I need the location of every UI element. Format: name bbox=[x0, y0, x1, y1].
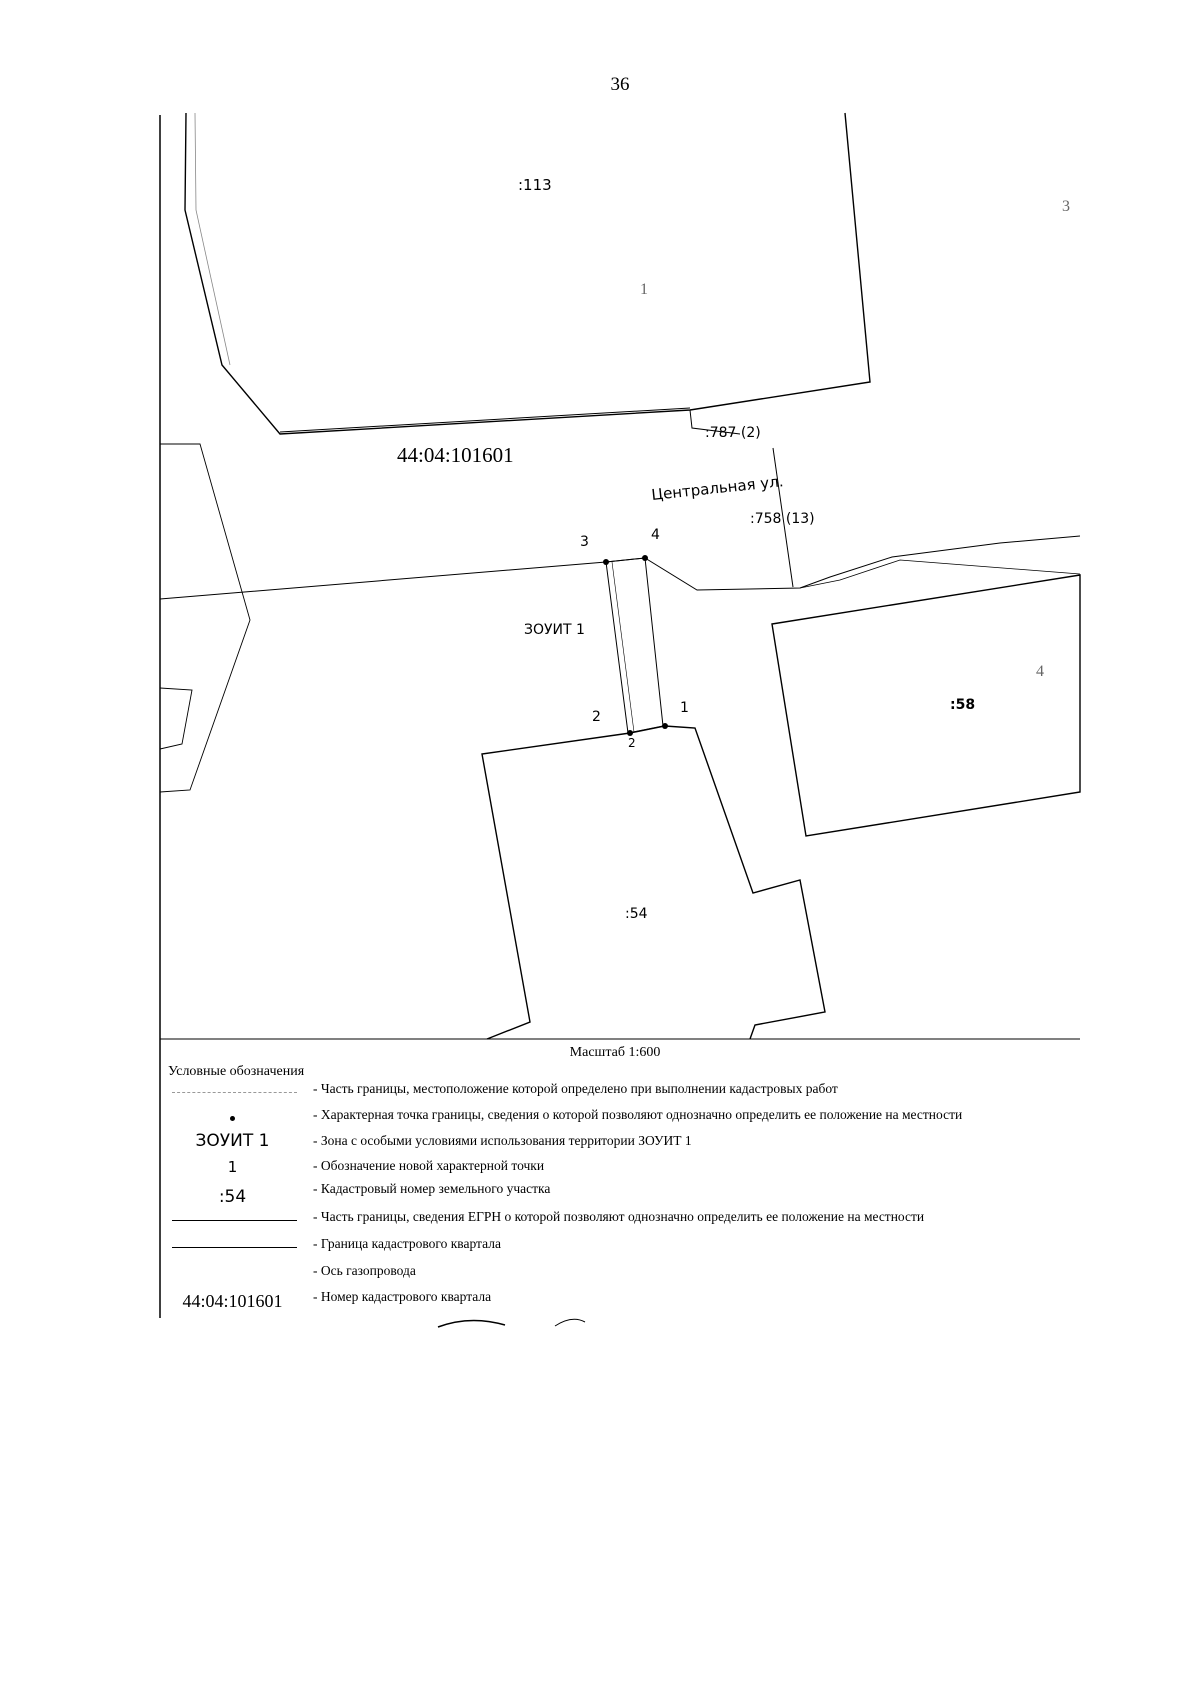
street-lower-boundary-2 bbox=[799, 559, 1081, 589]
left-small-parcel bbox=[159, 687, 193, 750]
contour-number-3: 3 bbox=[1062, 198, 1070, 215]
point-label-4: 4 bbox=[651, 527, 660, 543]
legend-desc: - Номер кадастрового квартала bbox=[313, 1289, 492, 1304]
contour-number-1: 1 bbox=[640, 281, 648, 298]
zone-zouit-1 bbox=[605, 557, 664, 734]
page-number: 36 bbox=[610, 74, 630, 95]
street-label: Центральная ул. bbox=[651, 472, 785, 504]
legend-item: :54 - Кадастровый номер земельного участ… bbox=[160, 1181, 1090, 1207]
legend-item: 44:04:101601 - Номер кадастрового кварта… bbox=[160, 1289, 1090, 1311]
legend-point-number-symbol: 1 bbox=[227, 1158, 238, 1176]
parcel-758-label: :758 (13) bbox=[750, 511, 815, 527]
legend-line-symbol bbox=[172, 1220, 297, 1221]
legend-desc: - Характерная точка границы, сведения о … bbox=[313, 1107, 963, 1122]
legend-desc: - Часть границы, сведения ЕГРН о которой… bbox=[313, 1209, 925, 1224]
scale-label: Масштаб 1:600 bbox=[569, 1045, 661, 1060]
point-4 bbox=[642, 555, 648, 561]
street-lower-boundary bbox=[159, 535, 1081, 600]
zone-label: ЗОУИТ 1 bbox=[524, 622, 585, 638]
legend-desc: - Часть границы, местоположение которой … bbox=[313, 1081, 838, 1096]
quarter-number-label: 44:04:101601 bbox=[397, 443, 514, 467]
point-3 bbox=[603, 559, 609, 565]
parcel-113-boundary bbox=[184, 112, 871, 435]
legend-desc: - Кадастровый номер земельного участка bbox=[313, 1181, 551, 1196]
parcel-54-boundary bbox=[481, 725, 826, 1040]
legend-desc: - Ось газопровода bbox=[313, 1263, 416, 1278]
parcel-58-boundary bbox=[771, 574, 1081, 837]
legend-item: 1 - Обозначение новой характерной точки bbox=[160, 1158, 1090, 1180]
legend-desc: - Зона с особыми условиями использования… bbox=[313, 1133, 692, 1148]
legend-item: - Часть границы, местоположение которой … bbox=[160, 1081, 1090, 1103]
gas-pipe-symbol-fragment-2 bbox=[554, 1318, 586, 1327]
parcel-787-label: :787 (2) bbox=[705, 425, 761, 441]
parcel-113-bottom-double bbox=[279, 407, 691, 433]
legend-desc: - Обозначение новой характерной точки bbox=[313, 1158, 545, 1173]
parcel-787-spur bbox=[689, 409, 741, 435]
point-label-2: 2 bbox=[592, 709, 601, 725]
legend-dot-symbol bbox=[230, 1116, 235, 1121]
legend-quarter-number-symbol: 44:04:101601 bbox=[182, 1291, 283, 1311]
parcel-758-line bbox=[772, 447, 794, 588]
legend-desc: - Граница кадастрового квартала bbox=[313, 1236, 501, 1251]
parcel-113-label: :113 bbox=[518, 176, 552, 194]
point-label-1: 1 bbox=[680, 700, 689, 716]
parcel-58-label: :58 bbox=[950, 697, 975, 713]
legend-item: ЗОУИТ 1 - Зона с особыми условиями испол… bbox=[160, 1131, 1090, 1155]
contour-number-4: 4 bbox=[1036, 663, 1044, 680]
legend-line-symbol bbox=[172, 1247, 297, 1248]
legend-title: Условные обозначения bbox=[168, 1064, 305, 1079]
zone-inner-line bbox=[611, 561, 635, 733]
gas-pipe-symbol-fragment bbox=[437, 1319, 506, 1328]
legend-item: - Характерная точка границы, сведения о … bbox=[160, 1107, 1090, 1129]
parcel-54-label: :54 bbox=[625, 906, 648, 922]
legend-zone-symbol: ЗОУИТ 1 bbox=[195, 1131, 270, 1151]
point-label-2-dup: 2 bbox=[628, 736, 636, 750]
parcel-113-inner bbox=[194, 112, 231, 366]
point-label-3: 3 bbox=[580, 534, 589, 550]
legend-item: - Ось газопровода bbox=[160, 1263, 1090, 1285]
legend-item: - Граница кадастрового квартала bbox=[160, 1236, 1090, 1258]
left-parcel bbox=[159, 443, 251, 793]
legend-dash-line-symbol bbox=[172, 1092, 297, 1093]
legend-item: - Часть границы, сведения ЕГРН о которой… bbox=[160, 1209, 1090, 1231]
legend-parcel-number-symbol: :54 bbox=[218, 1187, 247, 1207]
